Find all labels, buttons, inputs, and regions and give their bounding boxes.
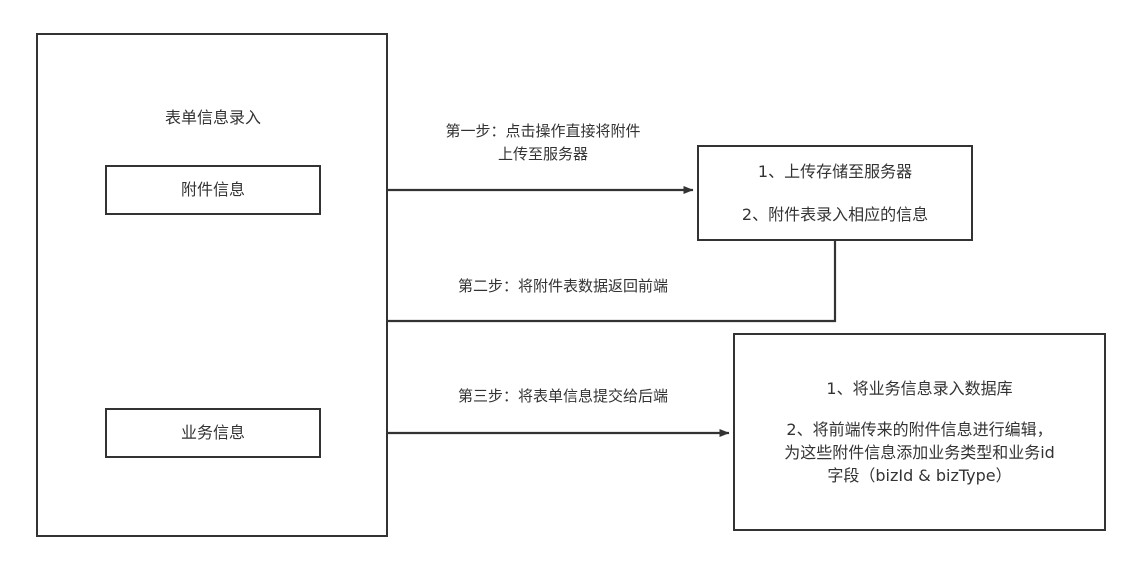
node-business-info[interactable]: 业务信息 <box>105 408 321 458</box>
edge-label-step-2: 第二步：将附件表数据返回前端 <box>457 277 668 295</box>
node-business-info-label: 业务信息 <box>180 423 245 443</box>
node-server-upload[interactable]: 1、上传存储至服务器 2、附件表录入相应的信息 <box>697 145 973 241</box>
edge-label-step-3: 第三步：将表单信息提交给后端 <box>457 387 668 405</box>
node-backend-process-line-1: 1、将业务信息录入数据库 <box>826 378 1013 398</box>
node-backend-process-line-2: 2、将前端传来的附件信息进行编辑， <box>786 419 1053 439</box>
edge-label-step-1: 第一步：点击操作直接将附件 上传至服务器 <box>445 122 641 164</box>
node-attachment-info[interactable]: 附件信息 <box>105 165 321 215</box>
node-backend-process-line-4: 字段（bizId & bizType） <box>827 466 1012 486</box>
form-entry-title-label: 表单信息录入 <box>164 108 261 128</box>
node-server-upload-line-2: 2、附件表录入相应的信息 <box>741 205 929 224</box>
form-entry-title: 表单信息录入 <box>105 103 321 133</box>
node-server-upload-line-1: 1、上传存储至服务器 <box>757 161 913 181</box>
node-backend-process[interactable]: 1、将业务信息录入数据库 2、将前端传来的附件信息进行编辑， 为这些附件信息添加… <box>733 333 1106 531</box>
node-backend-process-group-2: 2、将前端传来的附件信息进行编辑， 为这些附件信息添加业务类型和业务id 字段（… <box>784 418 1055 488</box>
node-attachment-info-label: 附件信息 <box>180 180 245 200</box>
node-backend-process-line-3: 为这些附件信息添加业务类型和业务id <box>784 443 1055 462</box>
